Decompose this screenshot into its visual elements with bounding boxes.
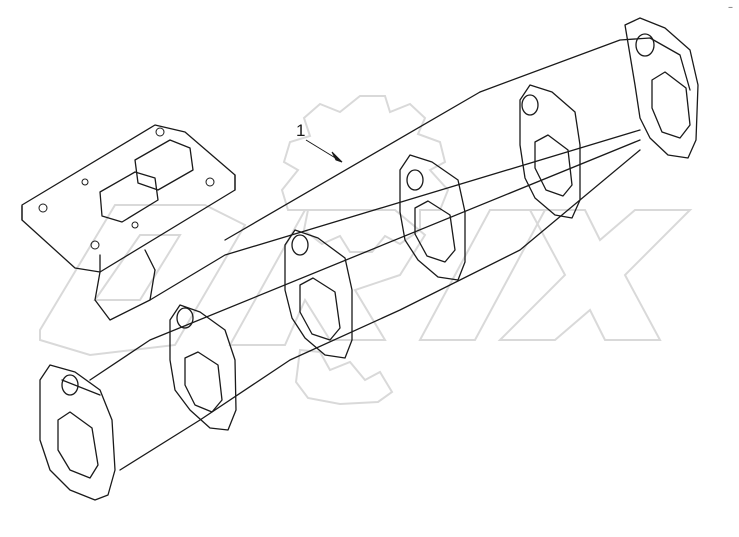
port-flange-6	[624, 17, 699, 159]
callout-1: 1	[296, 121, 343, 163]
turbo-flange	[21, 124, 236, 273]
port-flange-4	[399, 154, 466, 281]
exhaust-manifold	[21, 17, 699, 501]
corner-mark: –	[728, 2, 733, 13]
watermark-logo	[39, 204, 693, 357]
port-flange-3	[284, 229, 353, 359]
callout-1-label: 1	[296, 121, 305, 140]
port-flange-5	[519, 84, 581, 219]
watermark-gear	[280, 95, 450, 406]
port-flange-2	[169, 304, 237, 431]
port-flange-1	[39, 364, 116, 501]
